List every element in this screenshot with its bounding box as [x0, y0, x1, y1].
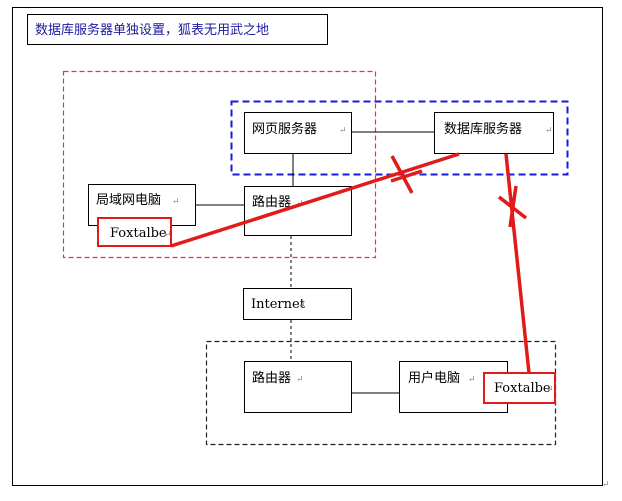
svg-text:用户电脑: 用户电脑 [408, 370, 460, 386]
foxtable-lan-node: Foxtalbe ↵ [97, 217, 172, 247]
svg-text:Foxtalbe: Foxtalbe [110, 226, 167, 241]
svg-text:↵: ↵ [164, 230, 172, 240]
svg-text:↵: ↵ [172, 197, 180, 207]
svg-text:路由器: 路由器 [252, 194, 291, 210]
blocked-x-icon [390, 155, 423, 194]
svg-text:↵: ↵ [339, 126, 347, 136]
svg-text:数据库服务器: 数据库服务器 [444, 121, 522, 137]
title-box [27, 14, 328, 45]
end-mark: ↵ [602, 480, 610, 490]
svg-text:Internet: Internet [251, 297, 306, 312]
svg-text:↵: ↵ [296, 375, 304, 385]
blocked-x-icon [497, 185, 528, 228]
blocked-link-user-foxtable-db [504, 153, 531, 374]
svg-text:↵: ↵ [468, 375, 476, 385]
lan-zone [62, 70, 377, 259]
diagram-title: 数据库服务器单独设置，狐表无用武之地 [35, 22, 269, 38]
internet-node: Internet ↵ [243, 288, 352, 320]
svg-text:↵: ↵ [545, 126, 553, 136]
svg-text:局域网电脑: 局域网电脑 [96, 193, 161, 208]
db-server-node: 数据库服务器 ↵ [434, 112, 554, 154]
page-frame [12, 7, 603, 486]
svg-text:网页服务器: 网页服务器 [252, 121, 317, 137]
svg-text:↵: ↵ [298, 301, 306, 311]
foxtable-user-node: Foxtalbe ↵ [483, 372, 556, 404]
svg-text:Foxtalbe: Foxtalbe [494, 381, 551, 396]
web-server-node: 网页服务器 ↵ [244, 112, 352, 154]
external-router-node: 路由器 ↵ [244, 361, 352, 413]
svg-text:路由器: 路由器 [252, 370, 291, 386]
blocked-link-lan-foxtable-db [170, 152, 460, 248]
svg-text:↵: ↵ [546, 385, 554, 395]
